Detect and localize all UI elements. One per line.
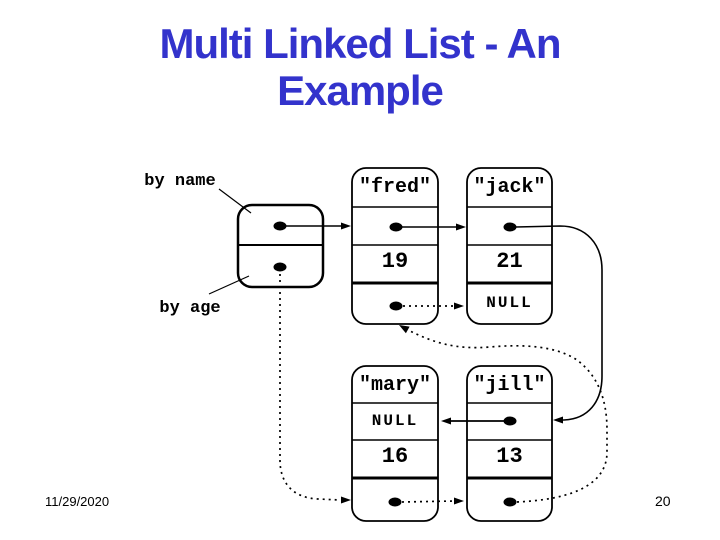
slide-title: Multi Linked List - An Example bbox=[159, 20, 561, 114]
arrow-mary-to-jill-dotted bbox=[401, 500, 456, 503]
mary-node-box bbox=[351, 365, 439, 522]
fred-name-pointer-dot bbox=[389, 222, 403, 232]
fred-age-pointer-dot bbox=[389, 301, 403, 311]
arrowhead-header-to-fred bbox=[341, 222, 351, 230]
mary-age-value: 16 bbox=[381, 444, 409, 469]
jack-age-next-null: NULL bbox=[486, 294, 533, 312]
by-age-pointer-line bbox=[208, 275, 250, 295]
jack-node-box bbox=[466, 167, 553, 325]
mary-age-pointer-dot bbox=[388, 497, 402, 507]
jill-name-value: "jill" bbox=[473, 374, 546, 397]
jack-name-value: "jack" bbox=[473, 176, 546, 199]
jill-name-pointer-dot bbox=[503, 416, 517, 426]
jill-node-box bbox=[466, 365, 553, 522]
arrowhead-jack-to-jill bbox=[553, 416, 563, 424]
mary-name-next-null: NULL bbox=[371, 412, 419, 430]
by-age-label: by age bbox=[159, 299, 221, 318]
slide-page-number: 20 bbox=[655, 493, 671, 509]
mary-name-value: "mary" bbox=[358, 374, 431, 397]
header-by-age-pointer-dot bbox=[273, 262, 287, 272]
arrow-jack-to-jill-curve bbox=[515, 225, 603, 421]
arrowhead-fred-to-jack-dotted bbox=[454, 302, 464, 310]
by-name-label: by name bbox=[144, 172, 216, 191]
arrow-header-to-mary-dotted bbox=[279, 274, 341, 501]
arrow-jill-to-fred-dotted-curve bbox=[407, 329, 608, 503]
fred-node-box bbox=[351, 167, 439, 325]
arrowhead-header-to-mary bbox=[341, 496, 351, 504]
jill-age-value: 13 bbox=[496, 444, 523, 469]
jill-age-pointer-dot bbox=[503, 497, 517, 507]
arrowhead-jill-to-mary bbox=[441, 417, 451, 425]
fred-name-value: "fred" bbox=[358, 176, 431, 199]
slide-date: 11/29/2020 bbox=[45, 494, 110, 509]
arrowhead-mary-to-jill-dotted bbox=[454, 497, 464, 505]
arrowhead-jill-to-fred-dotted bbox=[399, 325, 410, 334]
jack-age-value: 21 bbox=[496, 249, 523, 274]
fred-age-value: 19 bbox=[381, 249, 409, 274]
arrowhead-fred-to-jack bbox=[456, 223, 466, 231]
jack-name-pointer-dot bbox=[503, 222, 517, 232]
by-name-pointer-line bbox=[218, 188, 252, 214]
header-by-name-pointer-dot bbox=[273, 221, 287, 231]
